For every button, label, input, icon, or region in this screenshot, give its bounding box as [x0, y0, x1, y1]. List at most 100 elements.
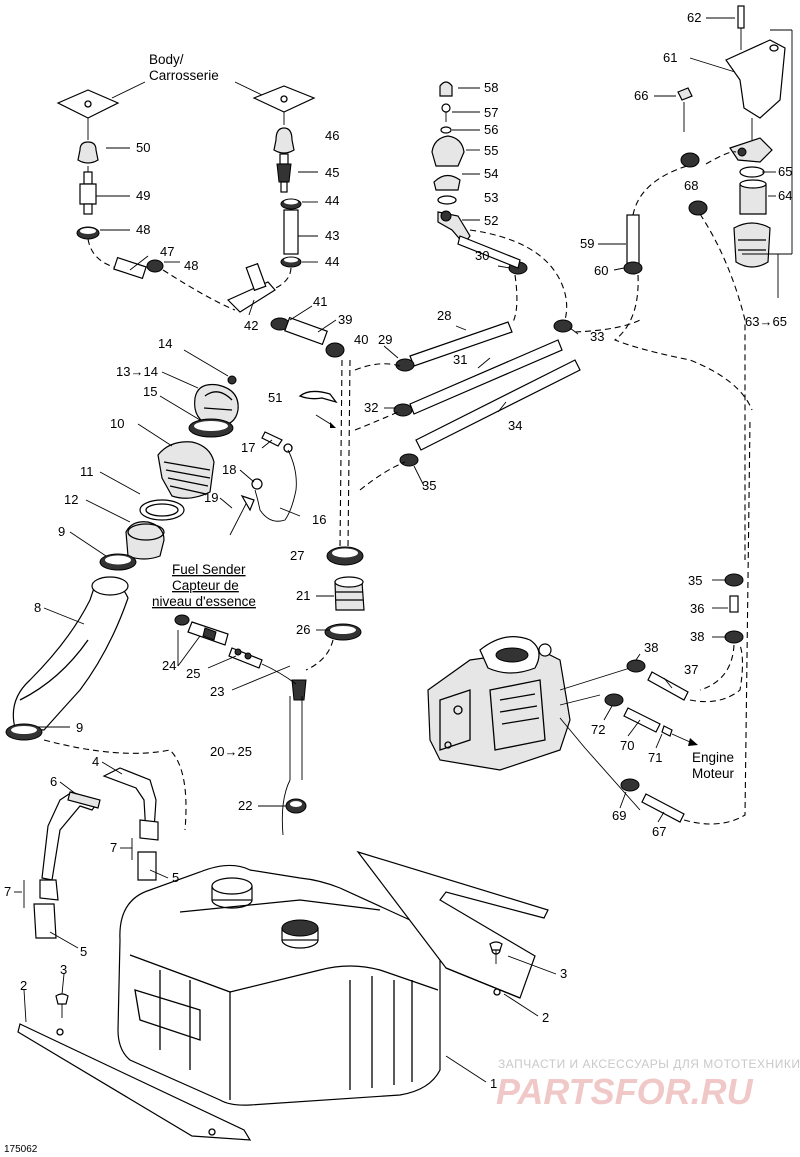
callout-6: 6 — [50, 774, 57, 789]
watermark: ЗАПЧАСТИ И АКСЕССУАРЫ ДЛЯ МОТОТЕХНИКИ PA… — [496, 1057, 800, 1112]
callout-4: 4 — [92, 754, 99, 769]
callout-38b: 38 — [644, 640, 658, 655]
note-engine-fr: Moteur — [692, 766, 735, 781]
callout-8: 8 — [34, 600, 41, 615]
callout-69: 69 — [612, 808, 626, 823]
callout-35a: 35 — [422, 478, 436, 493]
leader-lines — [14, 17, 776, 1083]
tether-chain — [229, 431, 297, 536]
callout-37: 37 — [684, 662, 698, 677]
filler-cap-assembly — [188, 375, 239, 438]
callout-26: 26 — [296, 622, 310, 637]
callout-61: 61 — [663, 50, 677, 65]
callout-17: 17 — [241, 440, 255, 455]
callout-18: 18 — [222, 462, 236, 477]
callout-3b: 3 — [560, 966, 567, 981]
callout-55: 55 — [484, 143, 498, 158]
right-fittings — [699, 573, 744, 691]
callout-44b: 44 — [325, 254, 339, 269]
callout-60: 60 — [594, 263, 608, 278]
callout-numbers: 62 61 66 65 64 68 63→65 58 57 56 55 54 5… — [4, 10, 792, 1091]
callout-11: 11 — [80, 464, 94, 479]
right-vent-stack — [273, 112, 302, 268]
callout-44a: 44 — [325, 193, 339, 208]
filler-neck-assembly — [99, 441, 215, 571]
center-fuel-hoses — [354, 261, 641, 491]
callout-52: 52 — [484, 213, 498, 228]
left-mount-bracket — [17, 941, 503, 1141]
callout-49: 49 — [136, 188, 150, 203]
figure-code: 175062 — [4, 1144, 38, 1155]
fuel-sender-parts — [174, 614, 307, 701]
callout-32: 32 — [364, 400, 378, 415]
callout-15: 15 — [143, 384, 157, 399]
callout-65: 65 — [778, 164, 792, 179]
callout-7b: 7 — [4, 884, 11, 899]
callout-27: 27 — [290, 548, 304, 563]
callout-51: 51 — [268, 390, 282, 405]
callout-66: 66 — [634, 88, 648, 103]
callout-63-65: 63→65 — [745, 314, 787, 329]
callout-3a: 3 — [60, 962, 67, 977]
callout-48a: 48 — [136, 222, 150, 237]
callout-46: 46 — [325, 128, 339, 143]
callout-42: 42 — [244, 318, 258, 333]
fuel-valve-assembly — [431, 81, 568, 321]
callout-33: 33 — [590, 329, 604, 344]
note-engine-en: Engine — [692, 750, 734, 765]
callout-5b: 5 — [80, 944, 87, 959]
callout-62: 62 — [687, 10, 701, 25]
callout-2b: 2 — [542, 1010, 549, 1025]
callout-58: 58 — [484, 80, 498, 95]
callout-29: 29 — [378, 332, 392, 347]
callout-13-14: 13→14 — [116, 364, 158, 379]
callout-5a: 5 — [172, 870, 179, 885]
callout-1: 1 — [490, 1076, 497, 1091]
callout-47: 47 — [160, 244, 174, 259]
fuel-pump-assembly — [613, 5, 793, 560]
callout-14: 14 — [158, 336, 172, 351]
callout-53: 53 — [484, 190, 498, 205]
callout-19: 19 — [204, 490, 218, 505]
callout-24: 24 — [162, 658, 176, 673]
note-body-en: Body/ — [149, 52, 184, 67]
callout-59: 59 — [580, 236, 594, 251]
callout-12: 12 — [64, 492, 78, 507]
callout-71: 71 — [648, 750, 662, 765]
annotation-notes: Body/ Carrosserie Fuel Sender Capteur de… — [149, 52, 735, 781]
callout-41: 41 — [313, 294, 327, 309]
tank-straps — [23, 767, 159, 939]
callout-45: 45 — [325, 165, 339, 180]
callout-43: 43 — [325, 228, 339, 243]
fuel-tank — [117, 864, 441, 1106]
carburetor — [427, 636, 641, 811]
callout-34: 34 — [508, 418, 522, 433]
note-fuel-sender-fr2: niveau d'essence — [152, 594, 256, 609]
filler-hose — [5, 576, 187, 831]
callout-35b: 35 — [688, 573, 702, 588]
callout-23: 23 — [210, 684, 224, 699]
callout-54: 54 — [484, 166, 498, 181]
callout-38a: 38 — [690, 629, 704, 644]
callout-72: 72 — [591, 722, 605, 737]
callout-70: 70 — [620, 738, 634, 753]
vent-hoses — [87, 238, 345, 358]
callout-9a: 9 — [58, 524, 65, 539]
callout-31: 31 — [453, 352, 467, 367]
callout-30: 30 — [475, 248, 489, 263]
callout-16: 16 — [312, 512, 326, 527]
callout-21: 21 — [296, 588, 310, 603]
callout-50: 50 — [136, 140, 150, 155]
left-vent-stack — [76, 118, 100, 240]
callout-20-25: 20→25 — [210, 744, 252, 759]
callout-39: 39 — [338, 312, 352, 327]
callout-22: 22 — [238, 798, 252, 813]
watermark-line2: PARTSFOR.RU — [496, 1071, 754, 1112]
fuel-line-fittings — [281, 359, 365, 836]
callout-68: 68 — [684, 178, 698, 193]
callout-28: 28 — [437, 308, 451, 323]
callout-7a: 7 — [110, 840, 117, 855]
callout-2a: 2 — [20, 978, 27, 993]
callout-57: 57 — [484, 105, 498, 120]
